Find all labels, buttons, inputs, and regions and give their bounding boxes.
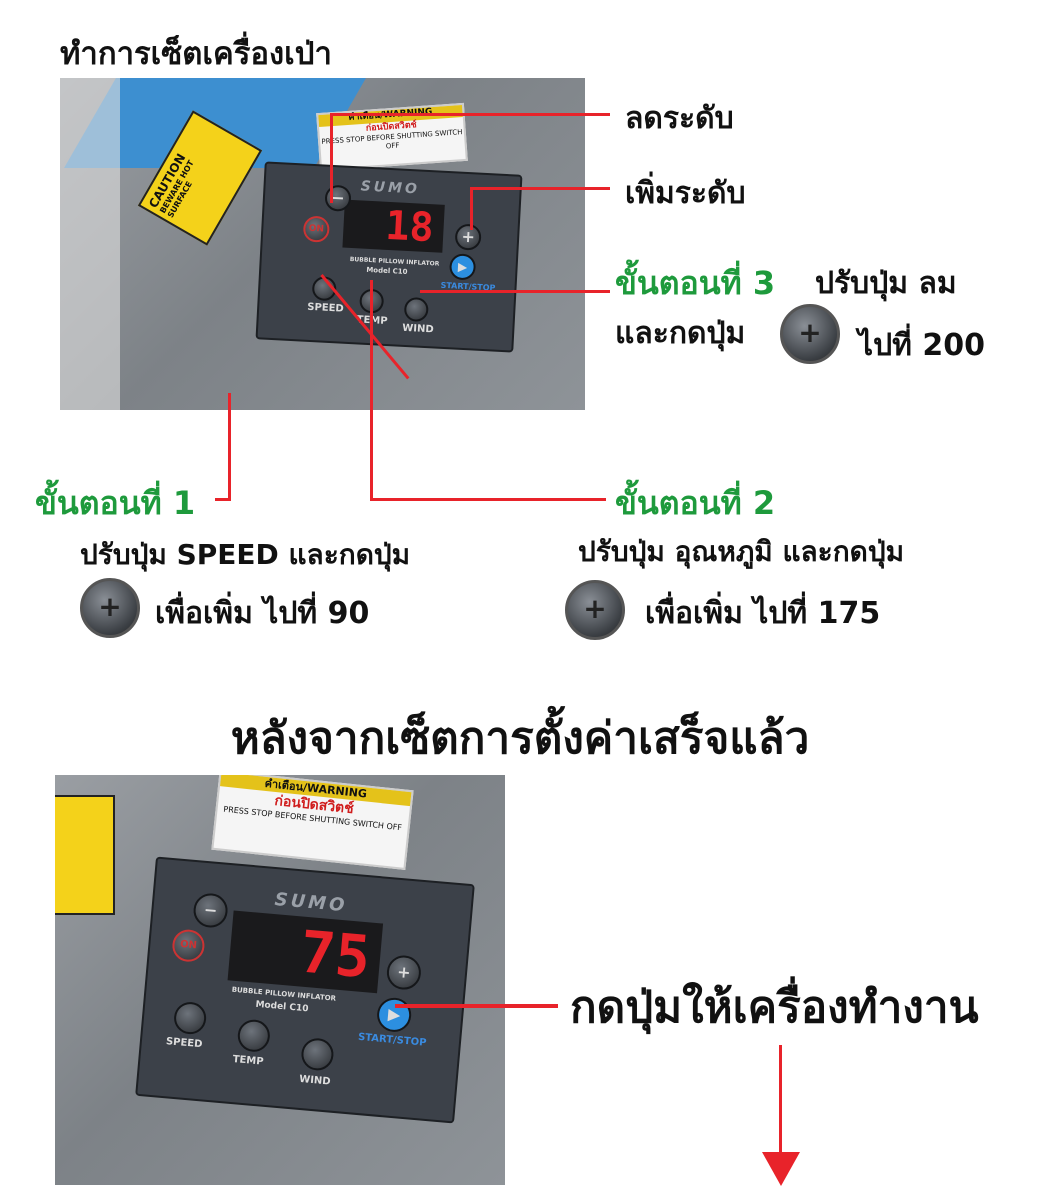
plus-button[interactable]: +	[454, 223, 482, 251]
step1-text1: ปรับปุ่ม SPEED และกดปุ่ม	[80, 538, 411, 571]
step1-text2: เพื่อเพิ่ม ไปที่ 90	[155, 596, 370, 631]
model-line1: BUBBLE PILLOW INFLATOR	[349, 255, 440, 268]
step2-title: ขั้นตอนที่ 2	[615, 484, 776, 522]
increase-label: เพิ่มระดับ	[625, 176, 746, 211]
callout-line	[370, 498, 606, 501]
wind-label: WIND	[298, 1073, 331, 1088]
speed-label: SPEED	[165, 1036, 203, 1051]
step3-text1: ปรับปุ่ม ลม	[815, 266, 957, 301]
step3-text2: และกดปุ่ม	[615, 316, 746, 351]
plus-button[interactable]: +	[385, 954, 423, 991]
temp-label: TEMP	[232, 1053, 264, 1068]
device-photo-after: คำเตือน/WARNING ก่อนปิดสวิตช์ PRESS STOP…	[55, 775, 505, 1185]
brand-logo: SUMO	[360, 178, 421, 198]
plus-button-icon: +	[780, 304, 840, 364]
wind-button[interactable]	[300, 1036, 335, 1072]
callout-line	[330, 113, 333, 203]
start-stop-label: START/STOP	[357, 1031, 427, 1049]
speed-button[interactable]	[172, 1000, 208, 1036]
step3-title: ขั้นตอนที่ 3	[615, 264, 776, 302]
model-line2: Model C10	[366, 265, 408, 276]
warning-sticker: คำเตือน/WARNING ก่อนปิดสวิตช์ PRESS STOP…	[211, 775, 414, 870]
step3-text3: ไปที่ 200	[858, 328, 985, 363]
callout-line	[330, 113, 610, 116]
start-stop-button[interactable]: ▶	[448, 253, 477, 281]
display: 75	[227, 910, 384, 994]
power-button[interactable]: ON	[302, 215, 331, 243]
callout-line	[228, 393, 231, 501]
down-arrow-icon	[762, 1152, 800, 1186]
callout-line	[395, 1004, 558, 1008]
page-title: ทำการเซ็ตเครื่องเป่า	[60, 36, 332, 72]
callout-line	[215, 498, 231, 501]
wind-label: WIND	[401, 322, 434, 336]
wind-button[interactable]	[403, 296, 429, 323]
minus-button[interactable]: −	[192, 892, 229, 929]
after-heading: หลังจากเซ็ตการตั้งค่าเสร็จแล้ว	[230, 713, 810, 764]
device-photo-before: CAUTION BEWARE HOT SURFACE คำเตือน/WARNI…	[60, 78, 585, 410]
plus-button-icon: +	[80, 578, 140, 638]
model-line2: Model C10	[255, 999, 309, 1015]
callout-line	[470, 187, 473, 230]
callout-line	[370, 280, 373, 500]
start-stop-button[interactable]: ▶	[375, 996, 413, 1034]
decrease-label: ลดระดับ	[625, 101, 734, 136]
step2-text1: ปรับปุ่ม อุณหภูมิ และกดปุ่ม	[578, 535, 905, 568]
press-start-label: กดปุ่มให้เครื่องทำงาน	[570, 982, 979, 1033]
speed-label: SPEED	[306, 301, 344, 315]
control-panel: SUMO 75 − + ON ▶ START/STOP BUBBLE PILLO…	[135, 856, 475, 1124]
display: 18	[342, 199, 445, 253]
down-arrow-shaft	[779, 1045, 782, 1163]
callout-line	[470, 187, 610, 190]
callout-line	[420, 290, 610, 293]
plus-button-icon: +	[565, 580, 625, 640]
brand-logo: SUMO	[273, 889, 349, 917]
step2-text2: เพื่อเพิ่ม ไปที่ 175	[645, 596, 881, 631]
step1-title: ขั้นตอนที่ 1	[35, 484, 196, 522]
control-panel: SUMO 18 − + ON ▶ START/STOP BUBBLE PILLO…	[255, 161, 523, 353]
temp-button[interactable]	[236, 1018, 272, 1054]
power-button[interactable]: ON	[171, 928, 206, 964]
caution-sticker	[55, 795, 115, 915]
